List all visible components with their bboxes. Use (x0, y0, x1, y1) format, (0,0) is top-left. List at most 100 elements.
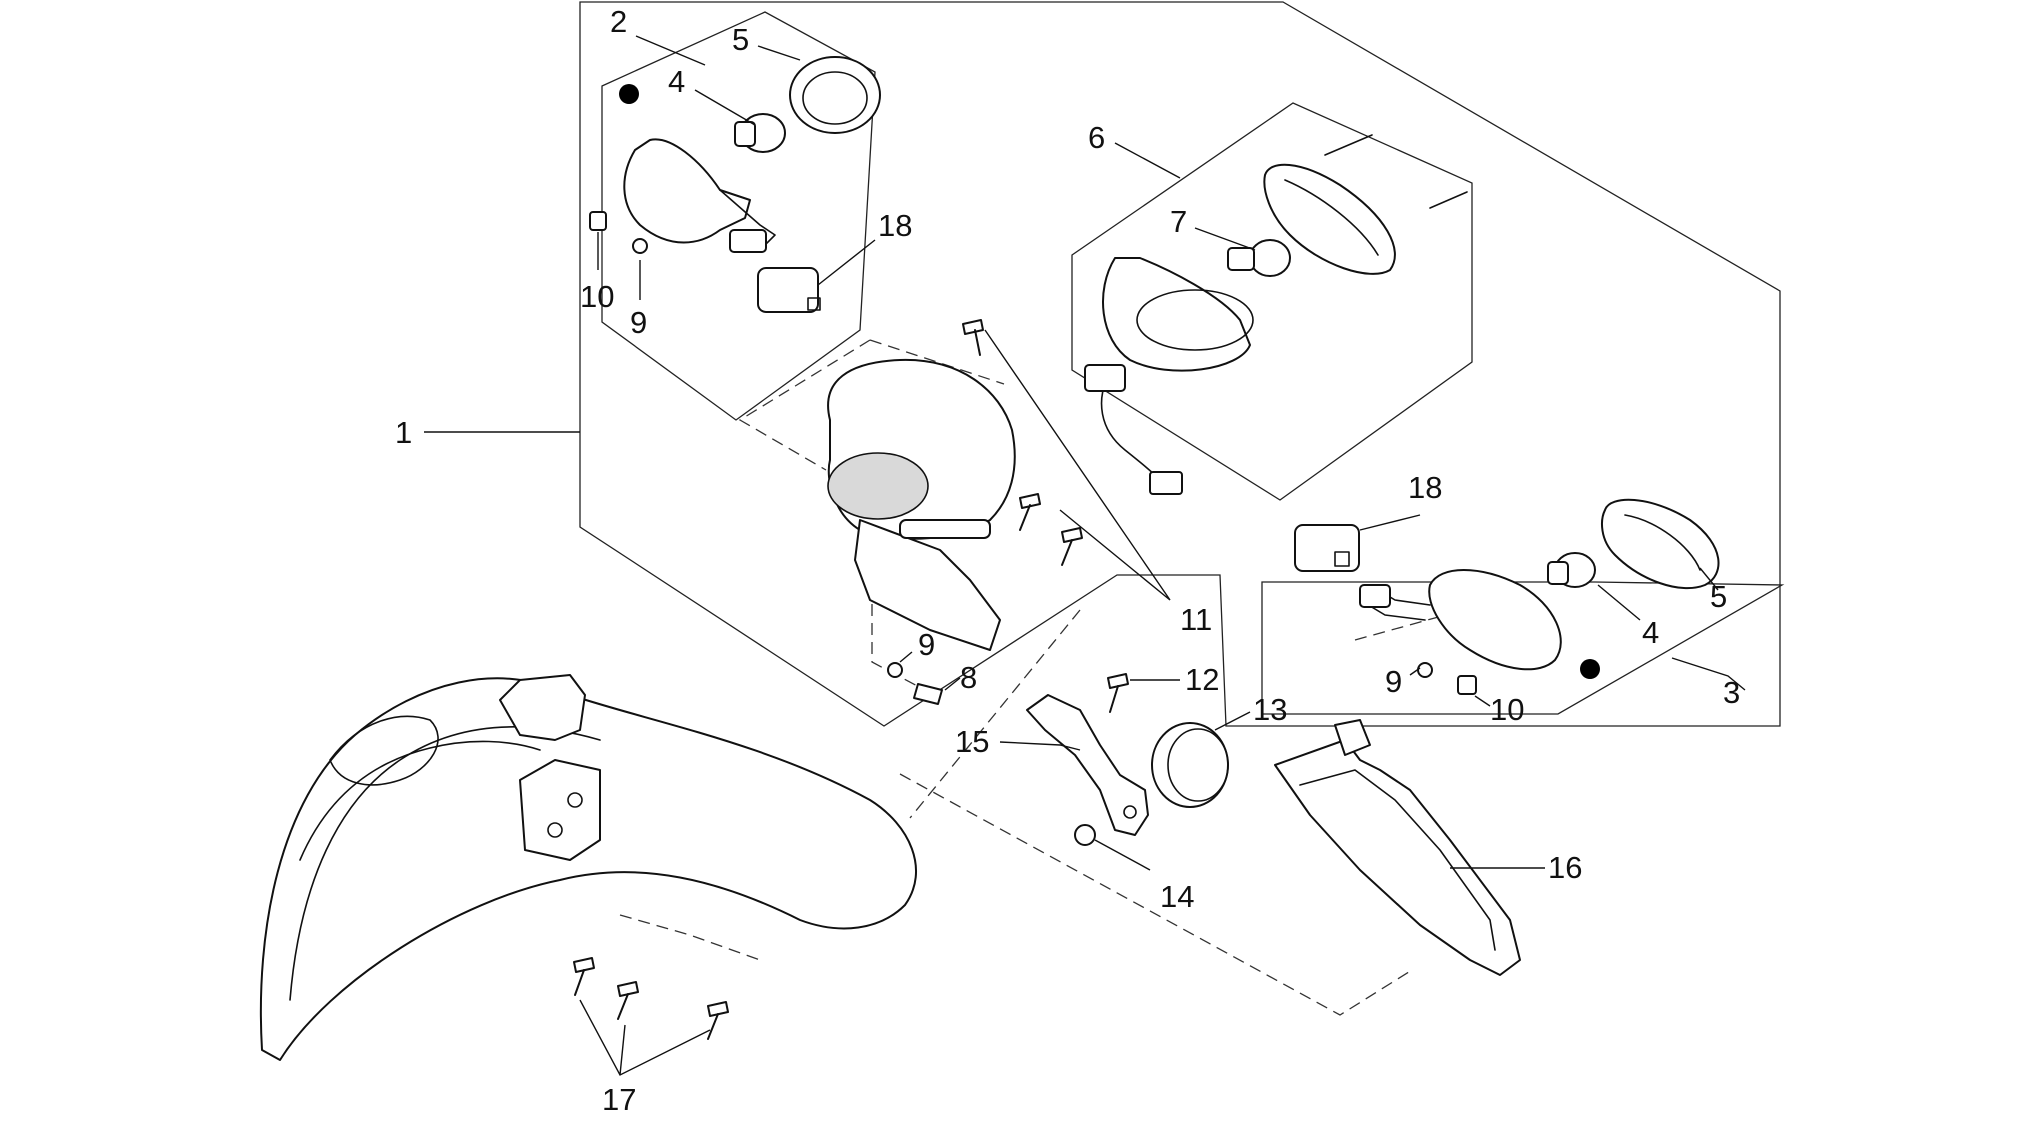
tail-light-plate-window (899, 519, 991, 539)
left-indicator-assembly (589, 56, 881, 313)
tail-light-screw-b (1019, 493, 1041, 509)
guide-plate-bracket (909, 609, 1081, 819)
assembly-guides (619, 339, 1501, 1016)
frame-main-assembly (579, 1, 1781, 727)
guide-mudguard-plate (899, 773, 1413, 1016)
tail-light-body (827, 319, 1083, 705)
leader-2 (635, 35, 706, 66)
plate-bracket-hole (1123, 805, 1137, 819)
tail-light-socket (1084, 364, 1126, 392)
right-lens-inner (1624, 514, 1701, 571)
tail-light-screw-side (1429, 191, 1468, 209)
callout-9b: 9 (918, 627, 935, 662)
screw-17-b-shaft (617, 993, 629, 1020)
reflector-13-rim (1167, 728, 1229, 802)
mudguard-side-bracket (519, 759, 601, 861)
right-indicator-marker-dot (1580, 659, 1600, 679)
tail-light-bulb-base (1227, 247, 1255, 271)
callout-13: 13 (1253, 692, 1287, 727)
tail-light-screw-a-shaft (974, 329, 981, 356)
plate-bracket-15 (1026, 694, 1149, 836)
right-lens-outer (1601, 498, 1720, 590)
leader-5b (1699, 567, 1719, 591)
tail-light-lens-rim (1284, 179, 1379, 256)
callout-10b: 10 (1490, 692, 1524, 727)
callout-9c: 9 (1385, 664, 1402, 699)
callout-17: 17 (602, 1082, 636, 1117)
leader-6 (1114, 142, 1181, 179)
support-washer-9 (887, 662, 903, 678)
guide-screw-9-8 (871, 585, 926, 691)
plate-holder-16-inner (1299, 769, 1496, 951)
right-indicator-assembly (1294, 498, 1720, 695)
callout-1: 1 (395, 415, 412, 450)
right-washer-9 (1417, 662, 1433, 678)
left-nut-10 (589, 211, 607, 231)
callout-5a: 5 (732, 22, 749, 57)
assembly-frames (579, 1, 1785, 727)
leader-15 (999, 741, 1081, 751)
left-indicator-clamp (729, 229, 767, 253)
plate-holder-tab (1334, 719, 1371, 756)
callout-11: 11 (1180, 602, 1212, 637)
screw-17-b (617, 981, 639, 997)
guide-mudguard-screws (619, 914, 761, 961)
leader-3 (1671, 657, 1746, 691)
right-indicator-housing (1428, 569, 1562, 671)
leader-4a (694, 89, 756, 126)
tail-light-screw-c-shaft (1061, 539, 1073, 566)
guide-tail-light-left (869, 339, 1005, 385)
callout-3: 3 (1723, 675, 1740, 710)
tail-light-reflector-rim (1136, 289, 1254, 351)
callout-12: 12 (1185, 662, 1219, 697)
callout-6: 6 (1088, 120, 1105, 155)
mudguard-screws-17 (573, 957, 729, 1040)
leader-5a (757, 45, 801, 61)
callout-16: 16 (1548, 850, 1582, 885)
plate-bracket-parts (1026, 673, 1521, 976)
tail-light-bulb-7 (1249, 239, 1291, 277)
callout-2: 2 (610, 4, 627, 39)
mudguard-mount-bracket (499, 674, 586, 741)
screw-17-c-shaft (707, 1013, 719, 1040)
mudguard-outer (259, 677, 917, 1061)
right-rubber-spacer-18 (1294, 524, 1360, 572)
leader-13 (1214, 711, 1251, 731)
left-washer-9 (632, 238, 648, 254)
callout-4b: 4 (1642, 615, 1659, 650)
tail-light-lens (1263, 163, 1396, 275)
left-lens-outer (789, 56, 881, 134)
left-rubber-spacer-18 (757, 267, 819, 313)
leader-lines (424, 35, 1746, 1076)
left-rubber-spacer-hole (807, 297, 821, 311)
callout-5b: 5 (1710, 579, 1727, 614)
leader-17 (579, 999, 711, 1076)
callout-numbers: 1 2 3 4 4 5 5 6 7 8 9 9 9 10 10 11 12 13… (395, 4, 1740, 1117)
left-indicator-housing (623, 138, 751, 244)
right-nut-10 (1457, 675, 1477, 695)
frame-left-indicator (601, 11, 876, 421)
callout-7: 7 (1170, 204, 1187, 239)
mudguard-bracket-hole-a (567, 792, 583, 808)
leader-18b (1359, 514, 1421, 531)
right-indicator-clamp (1359, 584, 1391, 608)
support-screw-8 (913, 683, 943, 705)
screw-17-a-shaft (574, 969, 585, 996)
left-indicator-marker-dot (619, 84, 639, 104)
tail-light-support (854, 519, 1001, 651)
callout-15: 15 (955, 724, 989, 759)
screw-12 (1107, 673, 1129, 689)
rear-mudguard (259, 674, 917, 1061)
tail-light-screw-top (1324, 134, 1373, 156)
left-lens-inner (802, 71, 868, 125)
callout-18a: 18 (878, 208, 912, 243)
leader-18a (817, 239, 876, 286)
reflector-13 (1151, 722, 1229, 808)
nut-14 (1074, 824, 1096, 846)
callout-8: 8 (960, 660, 977, 695)
leader-10b (1474, 695, 1491, 707)
mudguard-bracket-hole-b (547, 822, 563, 838)
leader-14 (1094, 839, 1151, 871)
frame-right-indicator (1261, 581, 1785, 715)
